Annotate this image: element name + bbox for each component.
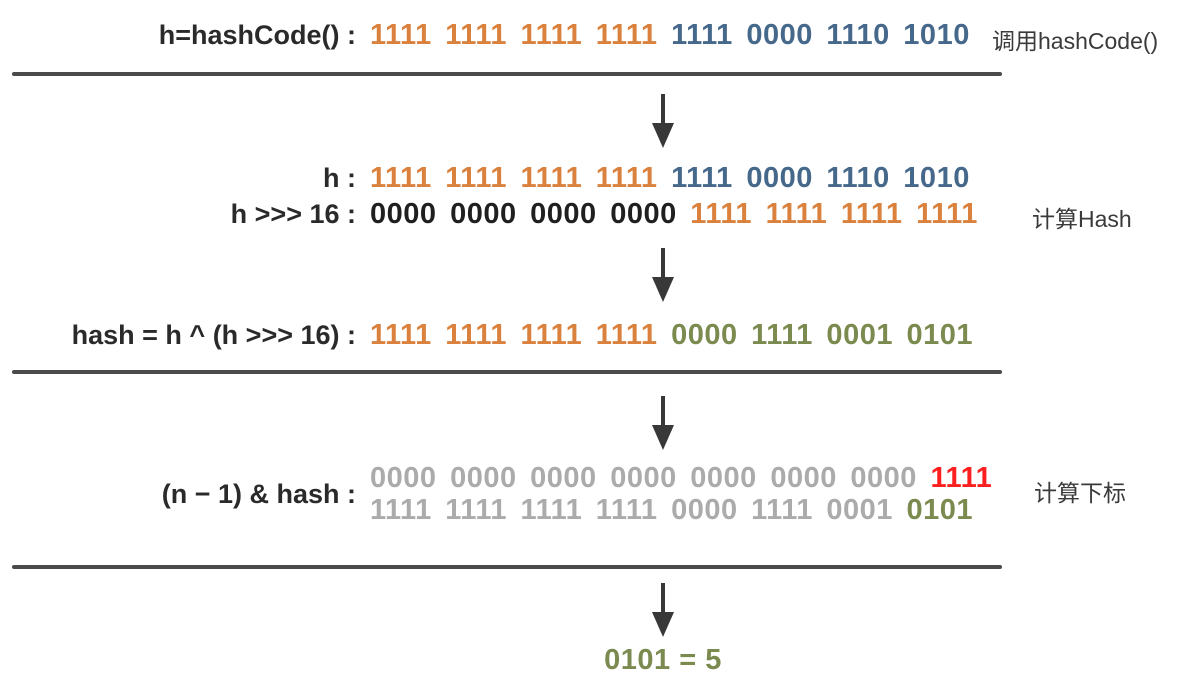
h-row-binary: 1111 1111 1111 1111 1111 0000 1110 1010 <box>370 161 970 195</box>
hashcode-row-binary: 1111 1111 1111 1111 1111 0000 1110 1010 <box>370 18 970 52</box>
binary-segment-high: 1111 1111 1111 1111 0000 1111 0001 <box>370 494 893 526</box>
binary-segment-high: 0000 0000 0000 0000 0000 0000 0000 <box>370 462 917 494</box>
hshift-row-label: h >>> 16 : <box>230 199 356 229</box>
index-row-label: (n − 1) & hash : <box>161 479 356 509</box>
down-arrow-1 <box>651 94 675 148</box>
index-row-binary-hash: 1111 1111 1111 1111 0000 1111 0001 0101 <box>370 493 973 527</box>
index-row-binary-n: 0000 0000 0000 0000 0000 0000 0000 1111 <box>370 461 992 495</box>
binary-segment-low: 1111 0000 1110 1010 <box>671 19 970 51</box>
binary-segment-high: 1111 1111 1111 1111 <box>370 162 658 194</box>
h-row-label: h : <box>323 163 356 193</box>
binary-segment-high: 1111 1111 1111 1111 <box>370 19 658 51</box>
hash-row-label: hash = h ^ (h >>> 16) : <box>71 320 356 350</box>
binary-segment-high: 0000 0000 0000 0000 <box>370 198 677 230</box>
step-label-compute-hash: 计算Hash <box>1032 206 1132 232</box>
binary-segment-low: 0101 <box>906 494 974 526</box>
hashcode-row-label: h=hashCode() : <box>158 20 356 50</box>
binary-segment-low: 1111 1111 1111 1111 <box>690 198 978 230</box>
binary-segment-low: 1111 0000 1110 1010 <box>671 162 970 194</box>
down-arrow-4 <box>651 583 675 637</box>
separator-line-3 <box>12 565 1002 569</box>
hshift-row-binary: 0000 0000 0000 0000 1111 1111 1111 1111 <box>370 197 978 231</box>
step-label-compute-index: 计算下标 <box>1034 480 1126 506</box>
binary-segment-low: 1111 <box>930 462 993 494</box>
separator-line-2 <box>12 370 1002 374</box>
binary-segment-high: 1111 1111 1111 1111 <box>370 319 658 351</box>
separator-line-1 <box>12 72 1002 76</box>
binary-segment-low: 0000 1111 0001 0101 <box>671 319 974 351</box>
down-arrow-2 <box>651 248 675 302</box>
down-arrow-3 <box>651 396 675 450</box>
step-label-call-hashcode: 调用hashCode() <box>992 28 1159 54</box>
result-value: 0101 = 5 <box>604 644 722 676</box>
hash-row-binary: 1111 1111 1111 1111 0000 1111 0001 0101 <box>370 318 973 352</box>
